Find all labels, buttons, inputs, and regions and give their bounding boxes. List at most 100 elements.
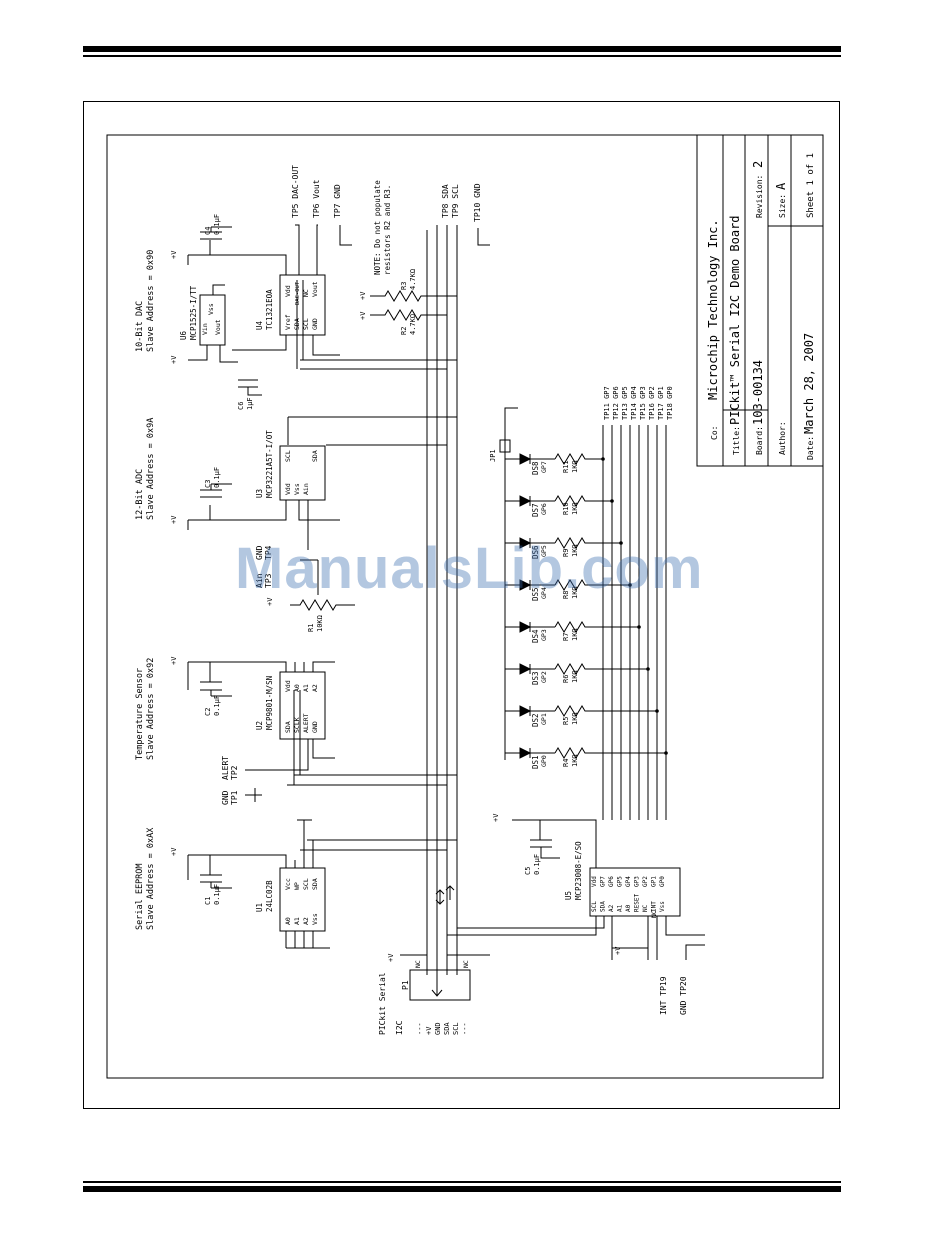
top-rule-thick <box>83 46 841 52</box>
svg-text:+V: +V <box>425 1026 433 1035</box>
svg-text:GND: GND <box>255 545 264 560</box>
i2c-bus <box>287 225 458 975</box>
svg-text:10KΩ: 10KΩ <box>316 615 324 632</box>
svg-text:TP13 GP5: TP13 GP5 <box>621 386 629 420</box>
svg-text:+V: +V <box>266 597 274 606</box>
led-net: GP6 <box>540 503 548 515</box>
led-resistor <box>554 495 612 507</box>
resistor-ref: R6 <box>562 675 570 683</box>
svg-text:C5: C5 <box>524 867 532 875</box>
watermark: ManualsLib.com <box>235 536 704 601</box>
svg-text:ALERT: ALERT <box>302 713 310 733</box>
svg-text:---: --- <box>416 1022 424 1035</box>
led-net: GP4 <box>540 587 548 599</box>
expander-pin-left: A1 <box>617 904 624 912</box>
svg-text:TP17 GP1: TP17 GP1 <box>657 386 665 420</box>
title-value: PICkit™ Serial I2C Demo Board <box>728 215 742 425</box>
tp7-label: TP7 GND <box>333 184 342 218</box>
svg-text:0.1µF: 0.1µF <box>533 854 541 875</box>
led-resistor <box>554 453 603 465</box>
svg-text:+V: +V <box>170 355 178 364</box>
svg-text:U2: U2 <box>255 721 264 730</box>
svg-text:GND: GND <box>311 721 319 733</box>
svg-text:C2: C2 <box>204 708 212 716</box>
svg-text:---: --- <box>461 1022 469 1035</box>
temp-address: Slave Address = 0x92 <box>146 658 156 760</box>
led-ref: DS2 <box>531 713 540 727</box>
expander-pin-left: RESET <box>634 894 641 912</box>
expander-pin-left: INT <box>651 901 658 912</box>
led-ref: DS6 <box>531 545 540 559</box>
bus-arrows <box>435 885 455 905</box>
title-label: Title: <box>732 426 741 455</box>
page-frame <box>83 101 840 1109</box>
svg-text:+V: +V <box>359 291 367 300</box>
jp1-label: JP1 <box>489 449 497 462</box>
svg-text:NOTE: Do not populate: NOTE: Do not populate <box>373 180 382 275</box>
resistor-value: 1KΩ <box>571 460 579 473</box>
expander-pin-right: GP2 <box>642 876 649 887</box>
expander-pin-right: GP6 <box>608 876 615 887</box>
led-symbol <box>519 495 532 507</box>
expander-pin-right: GP1 <box>651 876 658 887</box>
tp6-label: TP6 Vout <box>312 179 321 218</box>
r1-pot <box>290 559 355 611</box>
led-symbol <box>519 537 532 549</box>
svg-text:Vref: Vref <box>284 314 292 330</box>
expander-pin-right: GP7 <box>600 876 607 887</box>
svg-text:SDA: SDA <box>311 450 319 462</box>
svg-text:MCP23008-E/SO: MCP23008-E/SO <box>574 841 583 900</box>
svg-text:U3: U3 <box>255 489 264 498</box>
resistor-value: 1KΩ <box>571 586 579 599</box>
svg-text:TP16 GP2: TP16 GP2 <box>648 386 656 420</box>
date-value: March 28, 2007 <box>802 333 816 434</box>
svg-text:SCLK: SCLK <box>293 717 301 733</box>
led-ref: DS7 <box>531 503 540 517</box>
gpio-tp-labels: TP11 GP7 TP12 GP6 TP13 GP5 TP14 GP4 TP15… <box>603 386 674 420</box>
led-array <box>499 407 667 820</box>
svg-text:SCL: SCL <box>452 1022 460 1035</box>
led-net: GP7 <box>540 461 548 473</box>
svg-text:R1: R1 <box>307 624 315 632</box>
p1-connector: PICkit Serial P1 I2C --- +V GND SDA SCL … <box>378 953 490 1035</box>
led-symbol <box>519 747 532 759</box>
led-net: GP5 <box>540 545 548 557</box>
svg-text:ALERT: ALERT <box>221 756 230 780</box>
svg-text:+V: +V <box>170 656 178 665</box>
eeprom-address: Slave Address = 0xAX <box>146 827 156 930</box>
svg-text:4.7KΩ: 4.7KΩ <box>409 314 417 335</box>
svg-text:U4: U4 <box>255 320 264 330</box>
svg-text:Vdd: Vdd <box>284 285 292 297</box>
svg-text:TC1321EOA: TC1321EOA <box>265 289 274 330</box>
svg-text:Ain: Ain <box>302 483 310 495</box>
expander-pin-left: A2 <box>608 904 615 912</box>
c2 <box>200 681 232 697</box>
resistor-value: 1KΩ <box>571 754 579 767</box>
svg-text:I2C: I2C <box>395 1020 404 1035</box>
resistor-value: 1KΩ <box>571 544 579 557</box>
led-symbol <box>519 663 532 675</box>
svg-text:SCL: SCL <box>302 878 310 890</box>
expander-pin-left: Vss <box>659 901 666 912</box>
svg-text:A2: A2 <box>311 684 319 692</box>
svg-text:A1: A1 <box>293 917 301 925</box>
svg-text:U6: U6 <box>179 330 188 340</box>
svg-text:1µF: 1µF <box>246 397 254 410</box>
expander-pin-left: SDA <box>600 901 607 912</box>
svg-text:GND: GND <box>311 318 319 330</box>
title-co: Microchip Technology Inc. <box>706 219 720 400</box>
svg-text:A0: A0 <box>284 917 292 925</box>
board-label: Board: <box>755 426 764 455</box>
svg-text:Vout: Vout <box>311 281 319 297</box>
svg-text:+V: +V <box>614 946 622 955</box>
expander-pin-right: GP4 <box>625 876 632 887</box>
led-net: GP2 <box>540 671 548 683</box>
